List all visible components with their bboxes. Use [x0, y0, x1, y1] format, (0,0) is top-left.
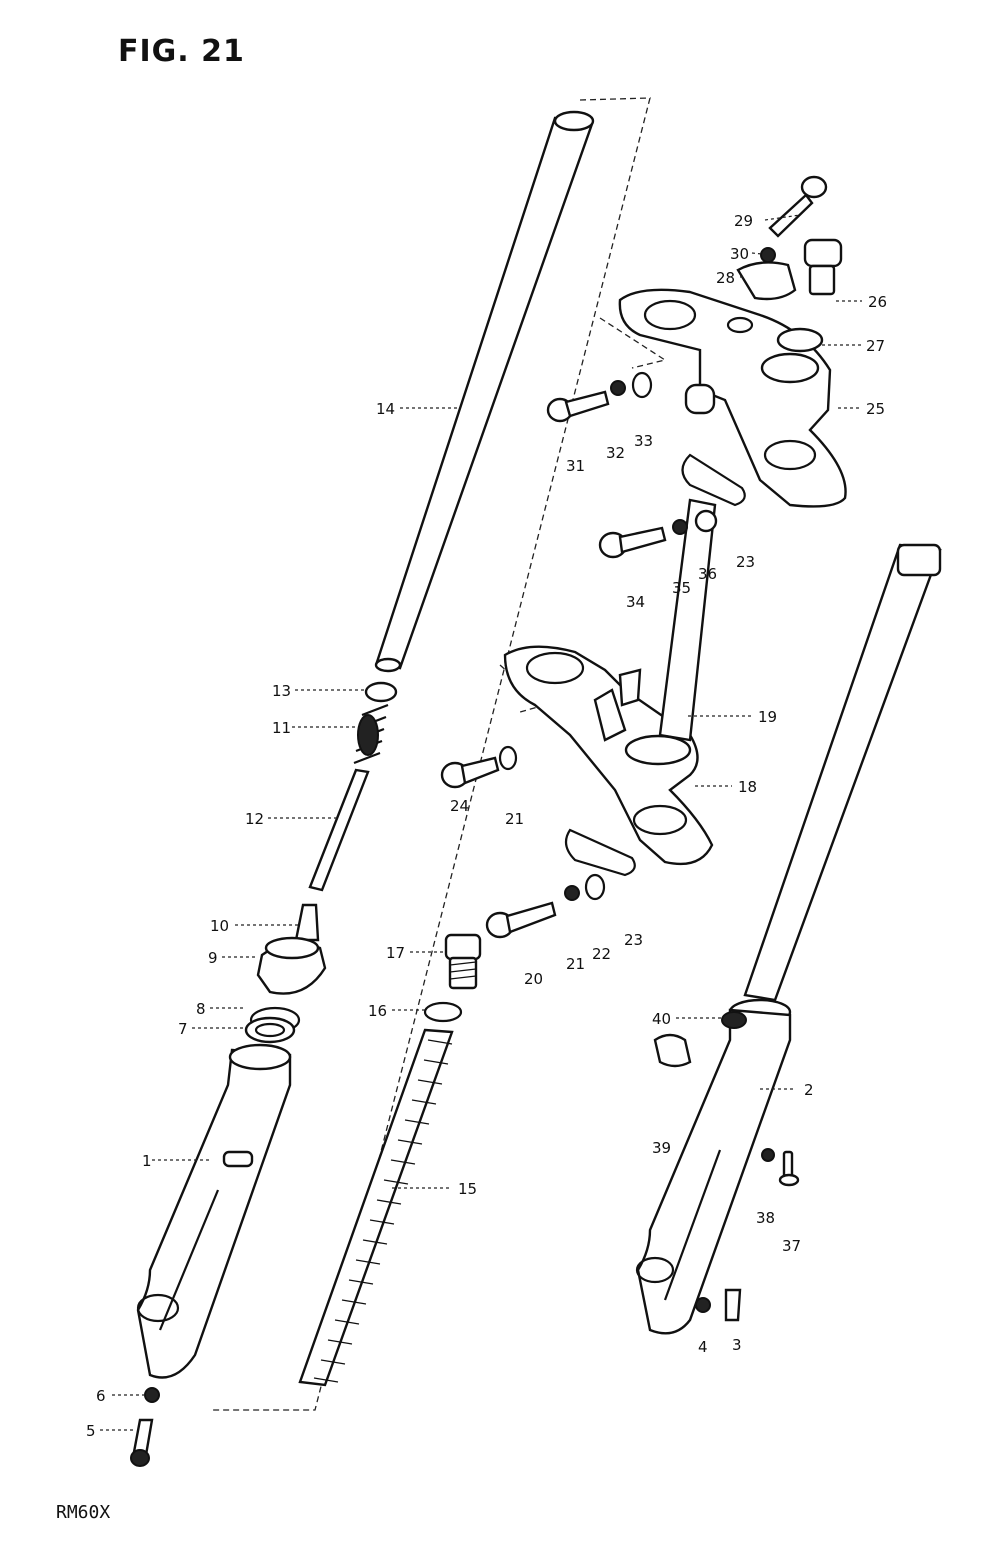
callout-33: 33 [634, 432, 653, 450]
part-12-damper-rod [308, 768, 370, 892]
part-22-washer [584, 873, 606, 901]
callout-35: 35 [672, 579, 691, 597]
part-20-bolt [485, 901, 557, 939]
callout-1: 1 [142, 1152, 152, 1170]
callout-22: 22 [592, 945, 611, 963]
callout-6: 6 [96, 1387, 106, 1405]
callout-40: 40 [652, 1010, 671, 1028]
callout-30: 30 [730, 245, 749, 263]
part-21-lock-washer-b [564, 885, 580, 901]
leader-lines [100, 214, 862, 1431]
callout-29: 29 [734, 212, 753, 230]
part-32-lock-washer [610, 380, 626, 396]
callout-23-upper: 23 [736, 553, 755, 571]
part-26-bolt [803, 238, 843, 296]
callout-9: 9 [208, 949, 218, 967]
callout-16: 16 [368, 1002, 387, 1020]
callout-12: 12 [245, 810, 264, 828]
part-40-guard-clamp [721, 1011, 747, 1029]
callout-2: 2 [804, 1081, 814, 1099]
callout-5: 5 [86, 1422, 96, 1440]
callout-28: 28 [716, 269, 735, 287]
callout-27: 27 [866, 337, 885, 355]
part-19-steering-stem [624, 498, 717, 766]
callout-labels: 1 2 3 4 5 6 7 8 9 10 11 12 13 14 15 16 1… [86, 212, 887, 1440]
part-37-screw [778, 1150, 800, 1187]
callout-18: 18 [738, 778, 757, 796]
callout-21-lower: 21 [566, 955, 585, 973]
callout-38: 38 [756, 1209, 775, 1227]
callout-31: 31 [566, 457, 585, 475]
callout-32: 32 [606, 444, 625, 462]
callout-10: 10 [210, 917, 229, 935]
model-code: RM60X [56, 1502, 111, 1523]
part-14-inner-tube [374, 110, 595, 673]
part-1-left-outer-tube [136, 1043, 292, 1379]
callout-19: 19 [758, 708, 777, 726]
part-9-dust-seal [256, 936, 327, 995]
callout-14: 14 [376, 400, 395, 418]
callout-15: 15 [458, 1180, 477, 1198]
part-5-bolt [130, 1418, 154, 1467]
part-7-oil-seal [244, 1016, 296, 1044]
callout-7: 7 [178, 1020, 188, 1038]
part-10-rod-tip [294, 903, 320, 942]
part-31-bolt [546, 390, 610, 423]
part-17-cap-bolt [444, 933, 482, 990]
part-35-lock-washer [672, 519, 688, 535]
part-38-washer [761, 1148, 775, 1162]
callout-37: 37 [782, 1237, 801, 1255]
part-16-o-ring [423, 1001, 463, 1023]
part-30-washer [760, 247, 776, 263]
callout-24: 24 [450, 797, 469, 815]
part-13-seat [364, 681, 398, 703]
callout-13: 13 [272, 682, 291, 700]
callout-26: 26 [868, 293, 887, 311]
part-28-holder [736, 261, 797, 301]
part-39-guide [653, 1033, 692, 1068]
part-2-right-fork-assembly [635, 543, 942, 1335]
part-15-fork-spring [298, 1028, 454, 1387]
part-29-bolt [768, 175, 828, 238]
callout-8: 8 [196, 1000, 206, 1018]
callout-17: 17 [386, 944, 405, 962]
callout-23-lower: 23 [624, 931, 643, 949]
callout-4: 4 [698, 1338, 708, 1356]
callout-34: 34 [626, 593, 645, 611]
part-33-washer [631, 371, 653, 399]
callout-11: 11 [272, 719, 291, 737]
callout-39: 39 [652, 1139, 671, 1157]
part-23-clip-upper [681, 453, 746, 507]
figure-title: FIG. 21 [118, 34, 245, 69]
callout-3: 3 [732, 1336, 742, 1354]
part-4-washer [695, 1297, 711, 1313]
callout-36: 36 [698, 565, 717, 583]
part-24-bolt [440, 756, 500, 789]
part-11-rebound-spring [353, 703, 389, 765]
callout-21-upper: 21 [505, 810, 524, 828]
part-6-washer [144, 1387, 160, 1403]
part-25-upper-bracket [618, 288, 847, 508]
part-36-nut [694, 509, 718, 533]
callout-20: 20 [524, 970, 543, 988]
part-23-clip-lower [564, 828, 636, 877]
part-27-washer [776, 327, 824, 353]
part-3-bolt [724, 1288, 742, 1322]
part-34-bolt [598, 526, 667, 559]
part-18-lower-bracket [503, 645, 714, 866]
part-21-lock-washer-a [498, 745, 518, 771]
callout-25: 25 [866, 400, 885, 418]
